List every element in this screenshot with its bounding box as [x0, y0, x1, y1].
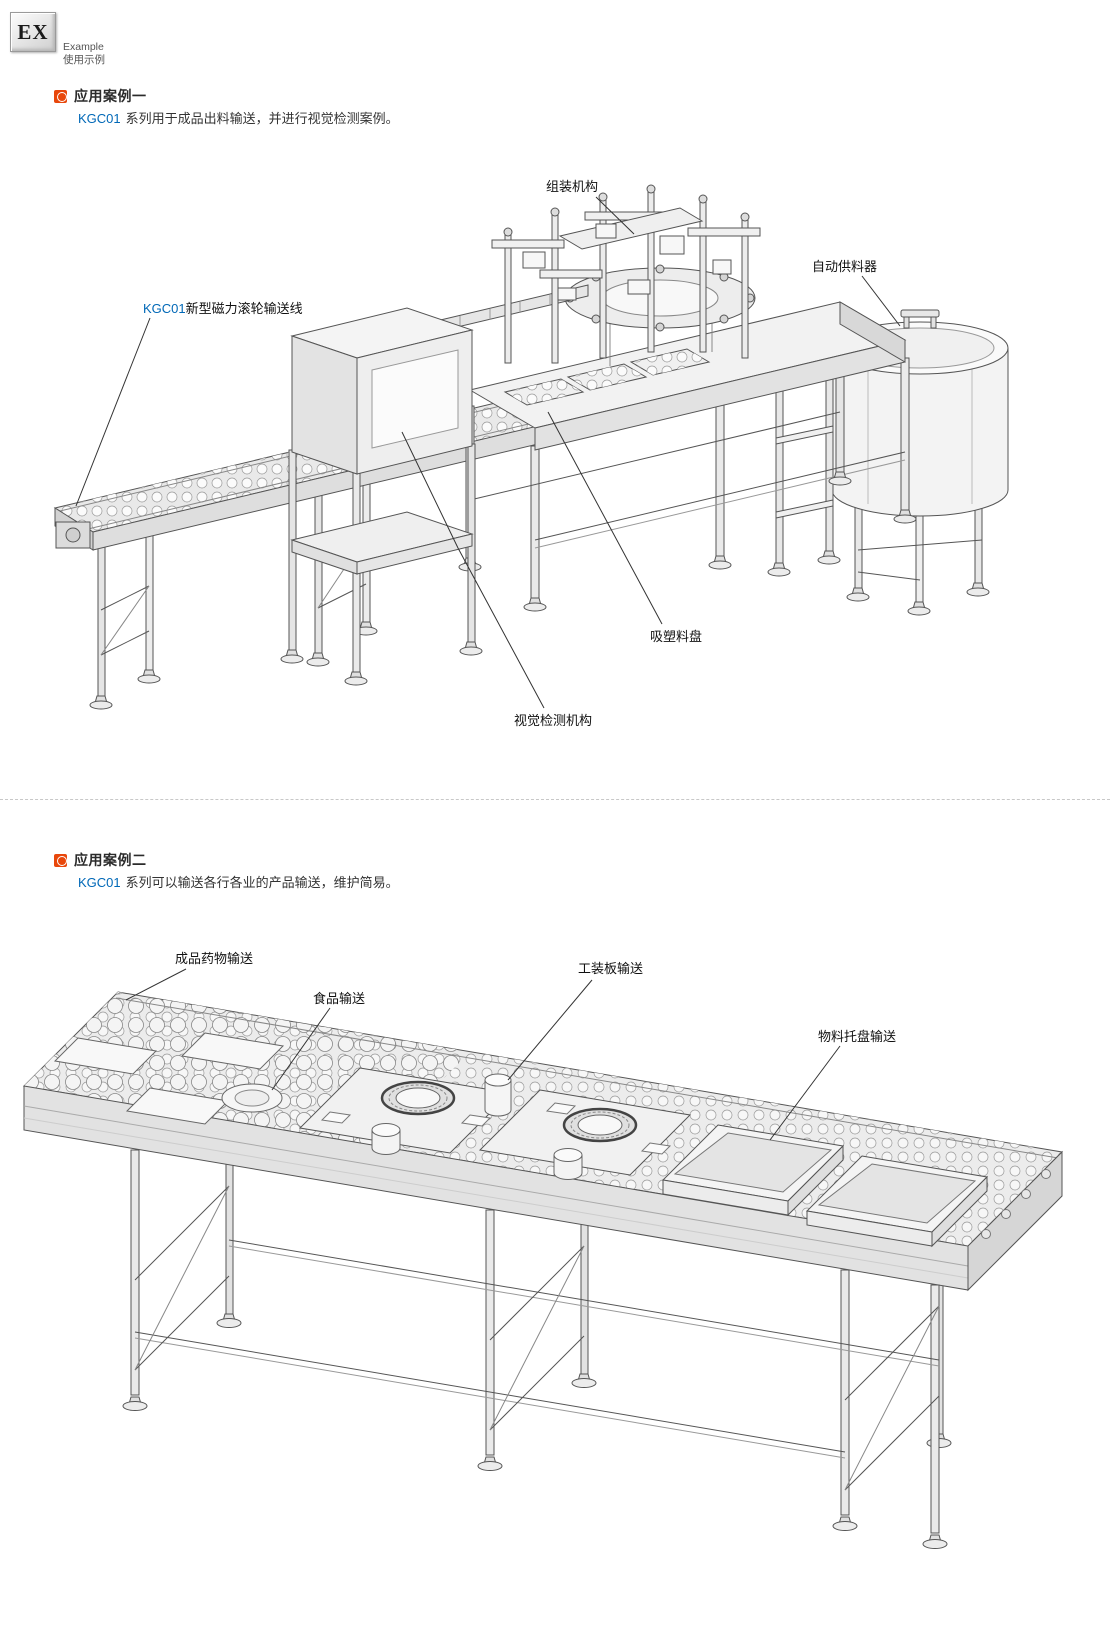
blister-tray-leader-line — [547, 411, 663, 625]
case2-illustration: 成品药物输送 食品输送 工装板输送 物料托盘输送 — [0, 940, 1110, 1639]
deck-items — [53, 1032, 989, 1248]
vision-leader-line — [401, 431, 545, 709]
callout-food: 食品输送 — [313, 991, 366, 1006]
case2-description: 系列可以输送各行各业的产品输送，维护简易。 — [125, 875, 399, 890]
product-panel — [53, 1037, 158, 1075]
conveyor-motor — [55, 521, 91, 549]
product-panel — [180, 1032, 285, 1070]
callout-auto-feeder: 自动供料器 — [812, 259, 878, 274]
callout-material-tray: 物料托盘输送 — [818, 1029, 897, 1044]
callout-vision-inspection: 视觉检测机构 — [514, 713, 593, 728]
material-tray-leader-line — [769, 1045, 841, 1141]
case2-leader-lines — [125, 968, 841, 1141]
callout-assembly-mechanism: 组装机构 — [546, 179, 599, 194]
ex-logo-text: EX — [17, 19, 49, 44]
case1-description: 系列用于成品出料输送，并进行视觉检测案例。 — [125, 111, 399, 126]
material-tray-2 — [805, 1155, 989, 1248]
case2-header: 应用案例二 — [54, 850, 147, 870]
callout-medicine: 成品药物输送 — [175, 951, 254, 966]
section-bullet-icon — [54, 853, 67, 867]
case1-subtitle: KGC01 系列用于成品出料输送，并进行视觉检测案例。 — [78, 108, 399, 127]
case1-leader-lines — [75, 196, 901, 709]
section-bullet-icon — [54, 89, 67, 103]
ex-logo-badge: EX — [10, 12, 56, 52]
case1-figure-svg — [53, 184, 1009, 710]
dashed-divider — [0, 799, 1110, 800]
callout-conveyor: KGC01新型磁力滚轮输送线 — [143, 301, 303, 316]
medicine-leader-line — [125, 968, 187, 1001]
riser-cylinder — [484, 1073, 512, 1117]
food-leader-line — [271, 1007, 331, 1091]
feeder-leader-line — [861, 275, 901, 327]
ex-logo-caption: Example 使用示例 — [63, 41, 105, 67]
case1-header: 应用案例一 — [54, 86, 147, 106]
case1-title: 应用案例一 — [74, 88, 147, 104]
tooling-plate-1 — [298, 1067, 512, 1155]
case2-title: 应用案例二 — [74, 852, 147, 868]
case1-illustration: 组装机构 自动供料器 KGC01新型磁力滚轮输送线 吸塑料盘 视觉检测机构 — [0, 140, 1110, 795]
case1-series: KGC01 — [78, 111, 121, 126]
case2-subtitle: KGC01 系列可以输送各行各业的产品输送，维护简易。 — [78, 872, 399, 891]
conveyor-leader-line — [75, 317, 151, 507]
assembly-leader-line — [595, 196, 635, 235]
conveyor-front-legs — [122, 1149, 948, 1549]
callout-blister-tray: 吸塑料盘 — [650, 629, 703, 644]
blister-trays — [503, 348, 711, 406]
food-tray — [221, 1083, 283, 1113]
vision-inspection-cabinet — [280, 307, 483, 686]
material-tray-1 — [661, 1124, 845, 1217]
product-panel — [125, 1087, 230, 1125]
case2-figure-svg — [22, 968, 1064, 1549]
feeder-handle-icon — [900, 309, 940, 329]
ex-caption-en: Example — [63, 41, 104, 53]
tooling-plate-2 — [478, 1089, 692, 1180]
case2-series: KGC01 — [78, 875, 121, 890]
callout-tooling-plate: 工装板输送 — [578, 961, 644, 976]
tooling-plate-leader-line — [507, 979, 593, 1081]
ex-caption-zh: 使用示例 — [63, 54, 105, 67]
assembly-mechanisms — [431, 184, 761, 364]
